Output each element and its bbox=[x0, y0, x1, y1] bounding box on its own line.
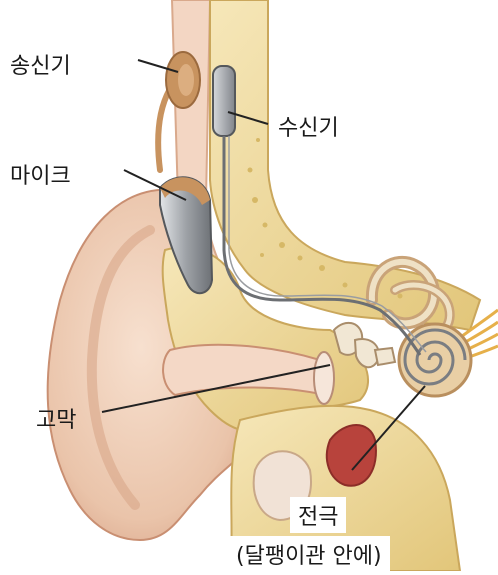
electrode-note-label: (달팽이관 안에) bbox=[228, 536, 390, 572]
transmitter-label: 송신기 bbox=[10, 48, 71, 80]
receiver-device bbox=[213, 66, 235, 136]
receiver-label: 수신기 bbox=[270, 108, 347, 144]
skull-bone bbox=[210, 0, 480, 330]
cochlea bbox=[399, 324, 471, 396]
transmitter-highlight bbox=[178, 64, 194, 96]
blood-vessel bbox=[327, 425, 376, 486]
microphone-label: 마이크 bbox=[10, 158, 71, 190]
eardrum-membrane bbox=[314, 352, 334, 404]
eardrum-label: 고막 bbox=[36, 402, 76, 434]
electrode-label: 전극 bbox=[290, 497, 346, 533]
